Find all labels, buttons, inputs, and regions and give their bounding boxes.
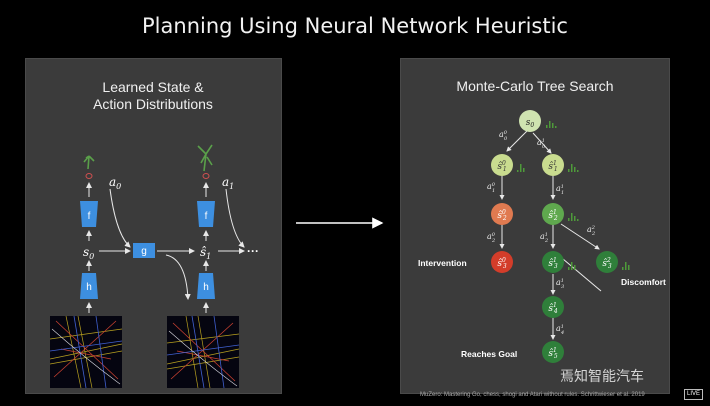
representation-function-h: h <box>80 273 98 299</box>
observation-image <box>166 315 240 389</box>
value-distribution-icon <box>568 213 579 221</box>
svg-text:ŝ03: ŝ03 <box>497 257 506 270</box>
prediction-function-f: f <box>80 201 98 227</box>
left-panel-title-line2: Action Distributions <box>93 96 213 112</box>
left-panel-title-line1: Learned State & <box>102 79 204 95</box>
live-badge: LIVE <box>684 389 704 400</box>
action-a0-label: a0 <box>109 175 121 191</box>
mcts-title: Monte-Carlo Tree Search <box>456 78 613 94</box>
state-s1-label: ŝ1 <box>200 245 211 261</box>
learned-distributions-diagram: Learned State & Action Distributions a0 … <box>49 79 259 389</box>
value-distribution-icon <box>568 164 579 172</box>
learned-distributions-panel: Learned State & Action Distributions a0 … <box>25 58 282 394</box>
tree-node-root: s0 <box>519 110 541 132</box>
watermark-text: 焉知智能汽车 <box>560 369 644 385</box>
svg-text:s0: s0 <box>526 118 535 129</box>
action-a1-label: a1 <box>222 175 234 191</box>
svg-text:f: f <box>88 211 91 222</box>
state-s0-label: s0 <box>83 245 94 261</box>
intervention-label: Intervention <box>418 258 467 268</box>
observation-image <box>49 315 123 389</box>
ellipsis-label: ··· <box>247 244 259 258</box>
value-distribution-icon <box>546 121 557 128</box>
citation-text: MuZero: Mastering Go, chess, shogi and A… <box>420 392 645 398</box>
svg-text:ŝ15: ŝ15 <box>548 347 557 360</box>
value-distribution-icon <box>568 262 576 270</box>
dynamics-function-g: g <box>133 243 155 258</box>
value-distribution-icon <box>622 262 630 270</box>
svg-text:ŝ11: ŝ11 <box>548 160 557 173</box>
svg-text:ŝ12: ŝ12 <box>548 209 557 222</box>
representation-function-h: h <box>197 273 215 299</box>
reaches-goal-label: Reaches Goal <box>461 349 517 359</box>
svg-text:ŝ14: ŝ14 <box>548 302 557 315</box>
svg-text:h: h <box>203 282 209 293</box>
svg-text:ŝ23: ŝ23 <box>602 257 611 270</box>
slide-title: Planning Using Neural Network Heuristic <box>142 14 568 38</box>
policy-distribution-icon <box>83 155 95 179</box>
policy-distribution-icon <box>197 144 213 179</box>
discomfort-label: Discomfort <box>621 277 666 287</box>
svg-text:h: h <box>86 282 92 293</box>
value-distribution-icon <box>517 164 525 172</box>
prediction-function-f: f <box>197 201 215 227</box>
svg-text:g: g <box>141 246 147 257</box>
svg-text:f: f <box>205 211 208 222</box>
svg-text:ŝ13: ŝ13 <box>548 257 557 270</box>
svg-text:ŝ02: ŝ02 <box>497 209 506 222</box>
svg-text:ŝ01: ŝ01 <box>497 160 506 173</box>
